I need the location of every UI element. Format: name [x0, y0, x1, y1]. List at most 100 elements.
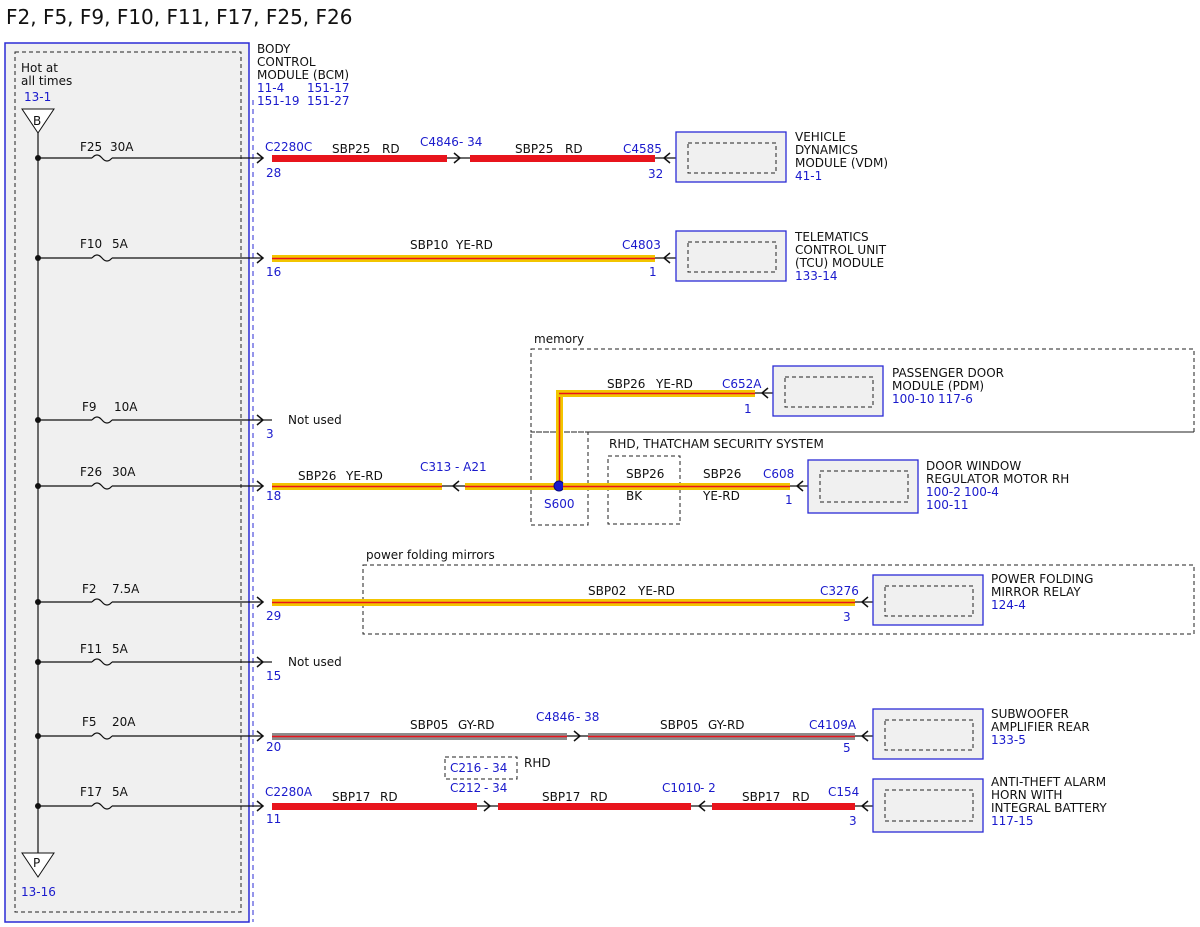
svg-text:C4803: C4803	[622, 238, 661, 252]
svg-text:C4109A: C4109A	[809, 718, 857, 732]
fuse-icon	[91, 732, 113, 740]
svg-text:3: 3	[843, 610, 851, 624]
svg-text:SBP05: SBP05	[410, 718, 448, 732]
fuse-icon	[91, 254, 113, 262]
circuit-f2: power folding mirrors 29 SBP02 YE-RD C32…	[266, 548, 1195, 635]
circuit-f17: C2280A 11 SBP17 RD C216 - 34 RHD C212 - …	[265, 756, 1107, 833]
svg-text:C313: C313	[420, 460, 451, 474]
svg-text:(TCU) MODULE: (TCU) MODULE	[795, 256, 884, 270]
svg-text:SBP26: SBP26	[607, 377, 645, 391]
mirror-relay-module-box	[872, 574, 984, 626]
circuit-f26: memory RHD, THATCHAM SECURITY SYSTEM 18 …	[266, 332, 1195, 526]
wire-red	[712, 803, 855, 810]
svg-text:MODULE (VDM): MODULE (VDM)	[795, 156, 888, 170]
svg-text:F26: F26	[80, 465, 102, 479]
hot-at-label: Hot at	[21, 61, 58, 75]
door-window-module-box	[807, 459, 919, 514]
module-arrow-icon	[662, 152, 671, 164]
module-arrow-icon	[795, 480, 804, 492]
svg-text:SBP25: SBP25	[332, 142, 370, 156]
bcm-ref-2a: 151-19	[257, 94, 300, 108]
module-arrow-icon	[760, 387, 769, 399]
circuit-tcu: 16 SBP10 YE-RD C4803 1 TELEMATICS CONTRO…	[266, 230, 887, 283]
svg-text:TELEMATICS: TELEMATICS	[794, 230, 869, 244]
fuse-row-f17: F17 5A	[35, 785, 265, 812]
bcm-ref-1a: 11-4	[257, 81, 284, 95]
svg-text:- 34: - 34	[484, 761, 507, 775]
fuse-row-f9: F9 10A	[35, 400, 272, 426]
circuit-f9: 3 Not used	[266, 413, 342, 441]
svg-text:SBP17: SBP17	[332, 790, 370, 804]
svg-text:Not used: Not used	[288, 655, 342, 669]
svg-text:29: 29	[266, 609, 281, 623]
bcm-ref-1b: 151-17	[307, 81, 350, 95]
svg-text:100-10: 100-10	[892, 392, 935, 406]
bottom-connector-label: P	[33, 856, 40, 870]
svg-text:SUBWOOFER: SUBWOOFER	[991, 707, 1069, 721]
inline-connector-icon	[451, 480, 460, 492]
svg-text:- A21: - A21	[455, 460, 487, 474]
svg-text:F17: F17	[80, 785, 102, 799]
connector-arrow-icon	[256, 596, 265, 608]
svg-text:REGULATOR MOTOR RH: REGULATOR MOTOR RH	[926, 472, 1069, 486]
svg-text:RD: RD	[382, 142, 400, 156]
svg-text:DYNAMICS: DYNAMICS	[795, 143, 858, 157]
fuse-icon	[91, 598, 113, 606]
svg-text:S600: S600	[544, 497, 575, 511]
page-title: F2, F5, F9, F10, F11, F17, F25, F26	[6, 5, 352, 29]
svg-text:YE-RD: YE-RD	[702, 489, 740, 503]
svg-text:SBP05: SBP05	[660, 718, 698, 732]
svg-text:YE-RD: YE-RD	[345, 469, 383, 483]
svg-text:5: 5	[843, 741, 851, 755]
fuse-row-f2: F2 7.5A	[35, 582, 265, 608]
svg-text:RD: RD	[590, 790, 608, 804]
svg-text:RHD, THATCHAM SECURITY SYSTEM: RHD, THATCHAM SECURITY SYSTEM	[609, 437, 824, 451]
fuse-icon	[91, 802, 113, 810]
svg-text:MODULE (PDM): MODULE (PDM)	[892, 379, 984, 393]
svg-text:GY-RD: GY-RD	[708, 718, 745, 732]
circuit-f11: 15 Not used	[266, 655, 342, 683]
circuit-f5: 20 SBP05 GY-RD C4846 - 38 SBP05 GY-RD C4…	[266, 707, 1090, 760]
fuse-row-f26: F26 30A	[35, 465, 265, 492]
connector-arrow-icon	[256, 480, 265, 492]
fuse-icon	[91, 416, 113, 424]
svg-text:20A: 20A	[112, 715, 136, 729]
svg-text:5A: 5A	[112, 785, 129, 799]
svg-text:Not used: Not used	[288, 413, 342, 427]
svg-text:C4846: C4846	[420, 135, 459, 149]
fuse-row-f10: F10 5A	[35, 237, 265, 264]
svg-text:SBP02: SBP02	[588, 584, 626, 598]
connector-arrow-icon	[256, 252, 265, 264]
svg-text:7.5A: 7.5A	[112, 582, 140, 596]
svg-text:CONTROL UNIT: CONTROL UNIT	[795, 243, 887, 257]
svg-text:SBP26: SBP26	[298, 469, 336, 483]
connector-arrow-icon	[256, 800, 265, 812]
circuit-vdm: C2280C 28 SBP25 RD C4846 - 34 SBP25 RD C…	[265, 130, 888, 183]
svg-text:GY-RD: GY-RD	[458, 718, 495, 732]
svg-text:RD: RD	[565, 142, 583, 156]
fuse-row-f11: F11 5A	[35, 642, 272, 668]
svg-text:F25: F25	[80, 140, 102, 154]
svg-text:11: 11	[266, 812, 281, 826]
wire-red	[470, 155, 655, 162]
svg-text:- 2: - 2	[700, 781, 716, 795]
module-arrow-icon	[860, 730, 869, 742]
inline-connector-icon	[697, 800, 706, 812]
svg-text:VEHICLE: VEHICLE	[795, 130, 846, 144]
module-arrow-icon	[860, 800, 869, 812]
svg-text:100-4: 100-4	[964, 485, 999, 499]
svg-text:F9: F9	[82, 400, 97, 414]
svg-text:16: 16	[266, 265, 281, 279]
svg-text:30A: 30A	[110, 140, 134, 154]
svg-text:100-11: 100-11	[926, 498, 969, 512]
svg-text:C212: C212	[450, 781, 481, 795]
svg-text:HORN WITH: HORN WITH	[991, 788, 1062, 802]
inline-connector-icon	[573, 730, 582, 742]
svg-text:AMPLIFIER REAR: AMPLIFIER REAR	[991, 720, 1090, 734]
svg-text:117-15: 117-15	[991, 814, 1034, 828]
svg-text:C3276: C3276	[820, 584, 859, 598]
memory-option-box	[530, 348, 1195, 433]
svg-text:F11: F11	[80, 642, 102, 656]
top-connector-label: B	[33, 114, 41, 128]
